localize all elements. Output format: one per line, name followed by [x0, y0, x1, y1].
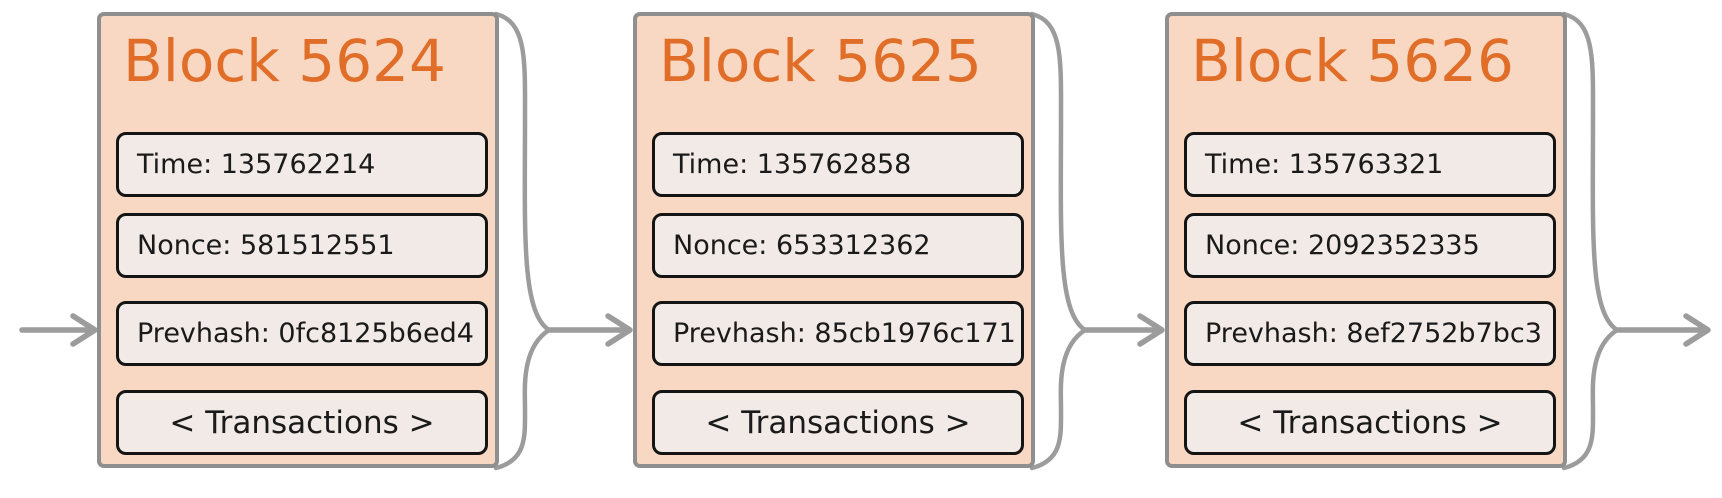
transactions-button[interactable]: < Transactions > [116, 390, 488, 455]
block-title: Block 5624 [123, 27, 446, 95]
time-field[interactable]: Time: 135762214 [116, 132, 488, 197]
prevhash-field[interactable]: Prevhash: 8ef2752b7bc3 [1184, 301, 1556, 366]
block-title: Block 5626 [1191, 27, 1514, 95]
block-5626: Block 5626 Time: 135763321 Nonce: 209235… [1165, 12, 1567, 468]
prevhash-field[interactable]: Prevhash: 85cb1976c171 [652, 301, 1024, 366]
transactions-button[interactable]: < Transactions > [652, 390, 1024, 455]
hash-arrow-5625-to-5626-icon [1082, 313, 1165, 347]
hash-brace-block-5624-icon [493, 11, 552, 471]
time-field[interactable]: Time: 135763321 [1184, 132, 1556, 197]
hash-brace-block-5626-icon [1561, 11, 1620, 471]
block-5625: Block 5625 Time: 135762858 Nonce: 653312… [633, 12, 1035, 468]
time-field[interactable]: Time: 135762858 [652, 132, 1024, 197]
transactions-button[interactable]: < Transactions > [1184, 390, 1556, 455]
nonce-field[interactable]: Nonce: 653312362 [652, 213, 1024, 278]
hash-arrow-5624-to-5625-icon [546, 313, 633, 347]
nonce-field[interactable]: Nonce: 2092352335 [1184, 213, 1556, 278]
chain-arrow-in-icon [19, 313, 98, 347]
block-title: Block 5625 [659, 27, 982, 95]
prevhash-field[interactable]: Prevhash: 0fc8125b6ed4 [116, 301, 488, 366]
chain-arrow-out-icon [1614, 313, 1711, 347]
nonce-field[interactable]: Nonce: 581512551 [116, 213, 488, 278]
block-5624: Block 5624 Time: 135762214 Nonce: 581512… [97, 12, 499, 468]
hash-brace-block-5625-icon [1029, 11, 1088, 471]
